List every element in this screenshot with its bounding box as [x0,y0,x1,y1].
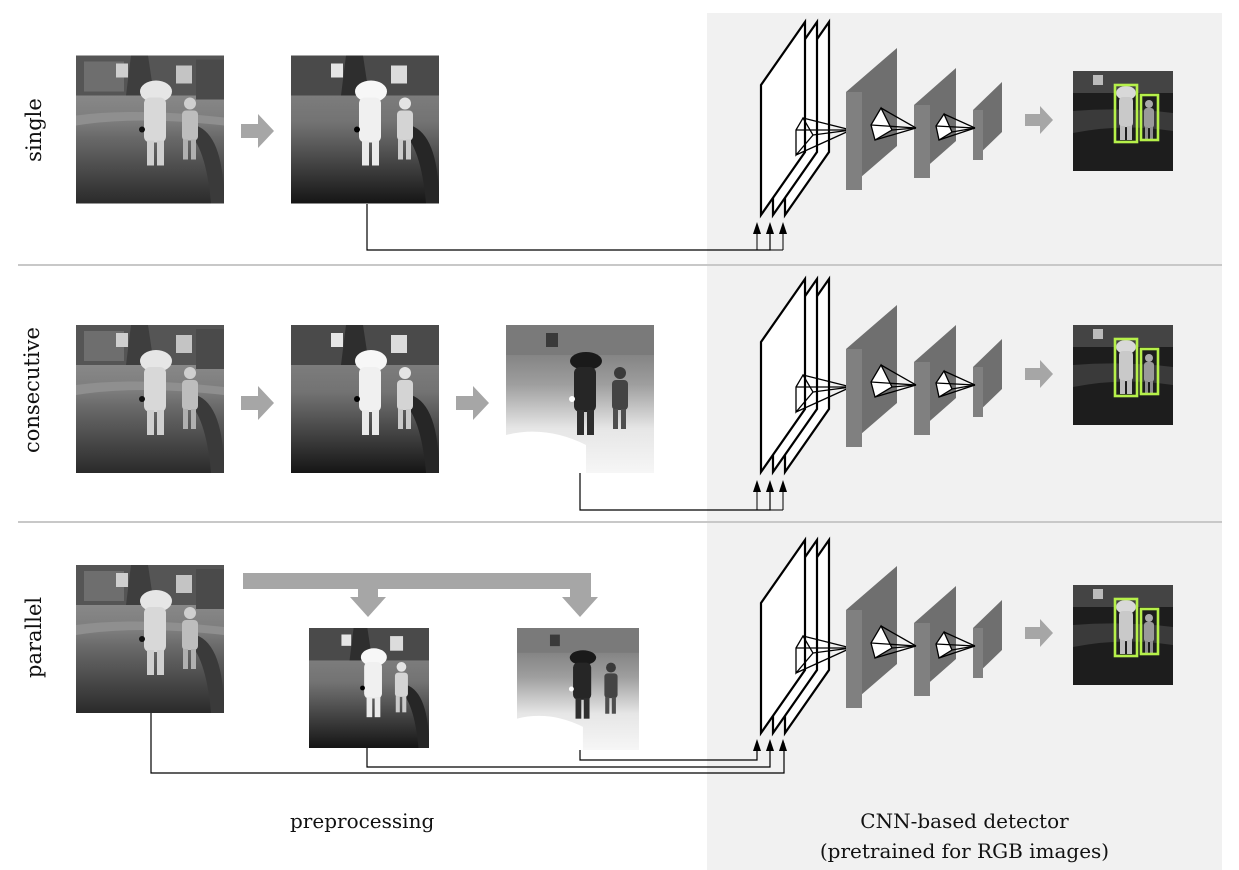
detection-output-image [1073,585,1173,685]
thermal-input-image [76,565,224,713]
inverted-image [506,325,654,473]
enhanced-image [291,325,439,473]
enhanced-image [309,628,429,748]
thermal-input-image [76,55,224,204]
detector-caption-line1: CNN-based detector [860,809,1069,833]
enhanced-image [291,55,439,204]
detection-output-image [1073,325,1173,425]
inverted-image [517,628,639,750]
thermal-input-image [76,325,224,473]
preprocessing-caption: preprocessing [290,809,435,833]
cnn-architecture [759,18,1002,219]
detector-caption-line2: (pretrained for RGB images) [819,839,1110,863]
row-label-consecutive: consecutive [20,327,44,453]
detection-output-image [1073,71,1173,171]
row-label-single: single [22,98,46,162]
flow-arrows [241,106,1053,647]
row-label-parallel: parallel [22,596,46,678]
